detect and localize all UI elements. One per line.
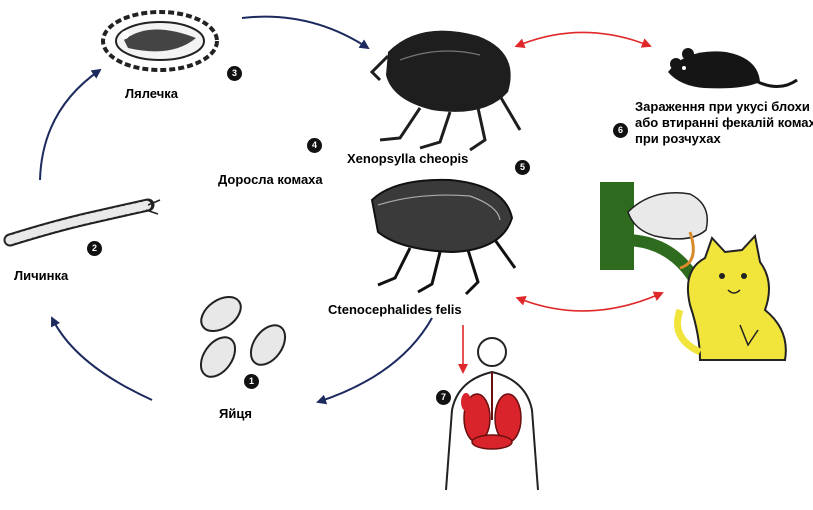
rat-illustration [668,48,797,88]
larva-illustration [10,200,160,240]
pupa-illustration [103,12,217,70]
label-pupa: Лялечка [125,86,178,101]
arrow-flea-rat [522,32,650,46]
label-eggs: Яйця [219,406,252,421]
label-species-xenopsylla: Xenopsylla cheopis [347,151,468,166]
step-badge-6: 6 [613,123,628,138]
step-badge-4: 4 [307,138,322,153]
human-torso-illustration [446,338,538,490]
label-infection: Зараження при укусі блохи або втиранні ф… [635,99,813,147]
step-badge-2: 2 [87,241,102,256]
label-adult: Доросла комаха [218,172,323,187]
arrow-eggs-to-larva [52,318,152,400]
step-badge-5: 5 [515,160,530,175]
ctenocephalides-flea-illustration [372,180,515,294]
xenopsylla-flea-illustration [372,31,520,150]
eggs-illustration [194,290,292,383]
step-badge-7: 7 [436,390,451,405]
arrow-flea-hosts [523,293,662,311]
label-species-ctenocephalides: Ctenocephalides felis [328,302,462,317]
arrow-adult-to-eggs [318,318,432,402]
arrow-pupa-to-adult [242,17,368,48]
arrow-larva-to-pupa [40,70,100,180]
step-badge-1: 1 [244,374,259,389]
label-larva: Личинка [14,268,68,283]
step-badge-3: 3 [227,66,242,81]
